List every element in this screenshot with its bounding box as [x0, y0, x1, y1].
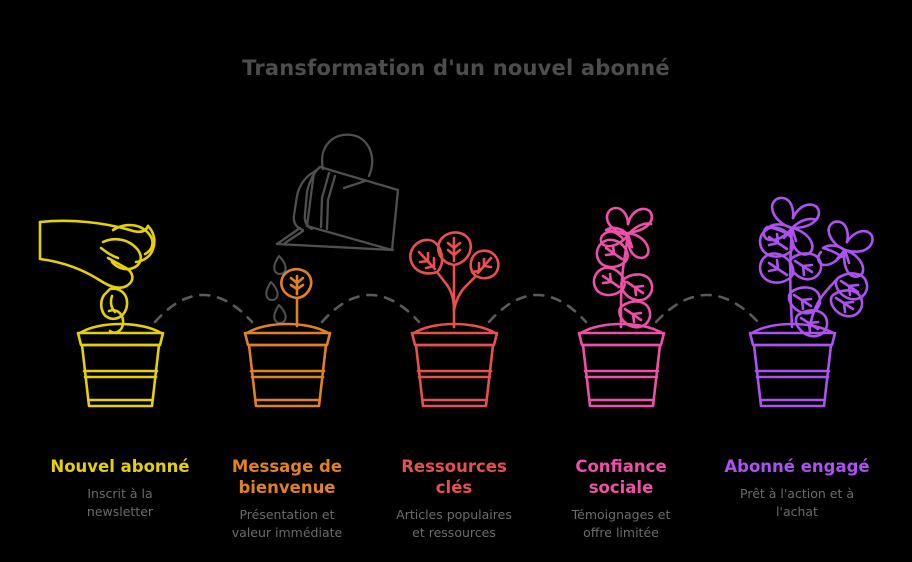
plant-pot-2 — [243, 322, 332, 408]
watering-can-icon — [275, 133, 400, 252]
flower-bloom-1 — [599, 206, 654, 260]
plant-three-leaves-icon — [409, 231, 500, 329]
seed-falling-icon — [99, 287, 129, 321]
flower-bloom-right — [816, 220, 874, 278]
plant-pot-3 — [410, 322, 499, 408]
plant-pot-5 — [748, 322, 837, 408]
stage-label-message-de-bienvenue: Message de bienvenue Présentation et val… — [197, 456, 377, 542]
flowering-plant-icon — [592, 206, 654, 329]
blooming-plant-icon — [758, 196, 874, 338]
stage-title: Abonné engagé — [724, 457, 870, 476]
stage-subtitle: Inscrit à la newsletter — [86, 486, 154, 519]
page-title: Transformation d'un nouvel abonné — [242, 56, 670, 80]
stage-subtitle: Prêt à l'action et à l'achat — [740, 486, 854, 519]
stage-title: Confiance sociale — [575, 457, 667, 497]
stage-subtitle: Articles populaires et ressources — [396, 507, 512, 540]
connector-arc-1 — [153, 293, 254, 324]
stage-title: Message de bienvenue — [231, 457, 343, 497]
stage-illustration-message-de-bienvenue — [243, 267, 332, 408]
connector-arcs — [153, 293, 760, 324]
seed-in-soil-icon — [107, 309, 125, 334]
plant-pot-4 — [577, 322, 666, 408]
stage-illustration-confiance-sociale — [577, 206, 666, 408]
stage-subtitle: Témoignages et offre limitée — [571, 507, 671, 540]
stage-illustration-nouvel-abonne — [38, 219, 165, 408]
connector-arc-3 — [487, 293, 588, 324]
sprout-one-leaf-icon — [280, 267, 313, 328]
stage-label-abonne-engage: Abonné engagé Prêt à l'action et à l'ach… — [702, 456, 892, 521]
stage-label-confiance-sociale: Confiance sociale Témoignages et offre l… — [531, 456, 711, 542]
stage-illustration-abonne-engage — [748, 196, 874, 408]
stage-label-ressources-cles: Ressources clés Articles populaires et r… — [364, 456, 544, 542]
stage-label-nouvel-abonne: Nouvel abonné Inscrit à la newsletter — [30, 456, 210, 521]
stage-illustration-ressources-cles — [409, 231, 500, 408]
stage-subtitle: Présentation et valeur immédiate — [231, 507, 343, 540]
stage-title: Nouvel abonné — [50, 457, 190, 476]
plant-pot-1 — [76, 322, 165, 408]
stage-title: Ressources clés — [401, 457, 507, 497]
hand-planting-seed-icon — [38, 219, 156, 290]
connector-arc-2 — [320, 293, 421, 324]
connector-arc-4 — [654, 293, 760, 324]
